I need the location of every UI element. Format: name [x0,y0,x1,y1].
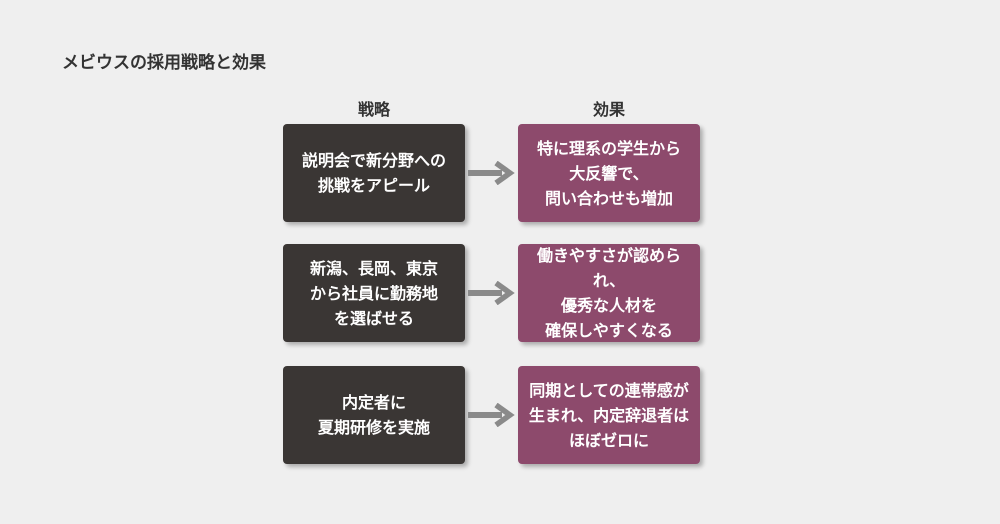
strategy-box-1: 説明会で新分野への 挑戦をアピール [283,124,465,222]
strategy-box-3: 内定者に 夏期研修を実施 [283,366,465,464]
strategy-column-header: 戦略 [357,100,390,119]
effect-column-header: 効果 [592,100,625,119]
diagram-title: メビウスの採用戦略と効果 [62,53,266,73]
arrow-icon [468,403,515,427]
arrow-icon [468,281,515,305]
effect-box-3: 同期としての連帯感が 生まれ、内定辞退者は ほぼゼロに [518,366,700,464]
effect-box-1: 特に理系の学生から 大反響で、 問い合わせも増加 [518,124,700,222]
strategy-text-1: 説明会で新分野への 挑戦をアピール [301,151,446,195]
strategy-text-3: 内定者に 夏期研修を実施 [317,393,430,437]
strategy-box-2: 新潟、長岡、東京 から社員に勤務地 を選ばせる [283,244,465,342]
effect-text-2: 働きやすさが認められ、 優秀な人材を 確保しやすくなる [536,246,681,340]
strategy-text-2: 新潟、長岡、東京 から社員に勤務地 を選ばせる [309,258,438,328]
effect-text-1: 特に理系の学生から 大反響で、 問い合わせも増加 [536,138,681,208]
arrow-icon [468,161,515,185]
effect-box-2: 働きやすさが認められ、 優秀な人材を 確保しやすくなる [518,244,700,342]
effect-text-3: 同期としての連帯感が 生まれ、内定辞退者は ほぼゼロに [528,380,690,450]
